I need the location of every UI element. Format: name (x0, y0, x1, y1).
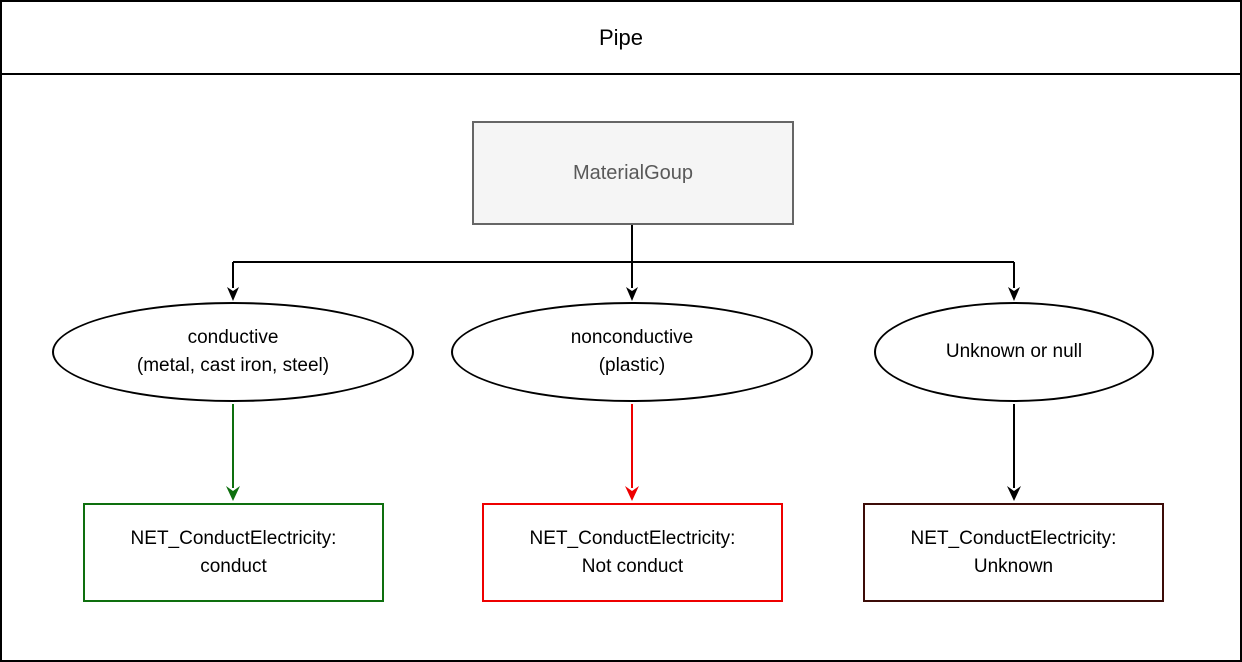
node-condition-unknown: Unknown or null (874, 302, 1154, 402)
arrowhead-branch-3 (1008, 287, 1020, 301)
result-line: NET_ConductElectricity: (130, 527, 337, 549)
result-line: conduct (200, 555, 267, 577)
node-result-conduct: NET_ConductElectricity: conduct (83, 503, 384, 602)
condition-line: conductive (187, 327, 279, 349)
diagram-title: Pipe (598, 24, 644, 50)
arrowhead-result-3 (1007, 486, 1021, 501)
result-line: Not conduct (581, 555, 684, 577)
condition-line: (plastic) (598, 355, 666, 376)
arrowhead-result-1 (226, 486, 240, 501)
condition-line: Unknown or null (945, 341, 1083, 363)
node-result-unknown: NET_ConductElectricity: Unknown (863, 503, 1164, 602)
result-line: Unknown (973, 555, 1054, 577)
title-band: Pipe (2, 2, 1240, 75)
node-material-group: MaterialGoup (472, 121, 794, 225)
condition-line: (metal, cast iron, steel) (136, 355, 330, 376)
node-result-not-conduct: NET_ConductElectricity: Not conduct (482, 503, 783, 602)
arrowhead-result-2 (625, 486, 639, 501)
result-line: NET_ConductElectricity: (529, 527, 736, 549)
node-condition-conductive: conductive (metal, cast iron, steel) (52, 302, 414, 402)
condition-line: nonconductive (570, 327, 694, 349)
arrowhead-branch-2 (626, 287, 638, 301)
node-material-group-label: MaterialGoup (572, 161, 694, 184)
arrowhead-branch-1 (227, 287, 239, 301)
node-condition-nonconductive: nonconductive (plastic) (451, 302, 813, 402)
result-line: NET_ConductElectricity: (910, 527, 1117, 549)
